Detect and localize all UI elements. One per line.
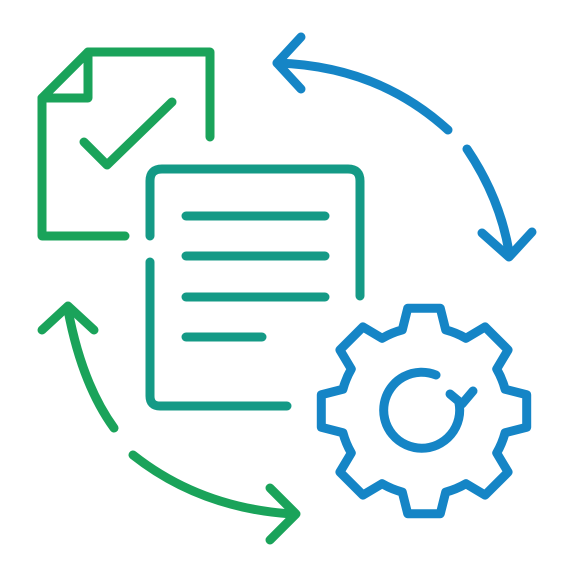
arrowhead-left-icon — [272, 32, 306, 94]
text-document-outline-bottom — [145, 257, 292, 411]
text-document-outline-top — [145, 164, 365, 301]
refresh-arrowhead-icon — [445, 386, 478, 409]
cycle-arrow-top-right-arc-lower — [462, 144, 514, 257]
gear-refresh-icon — [316, 303, 532, 519]
checkmark-icon — [79, 97, 177, 170]
arrowhead-up-icon — [37, 301, 99, 335]
text-document-icon — [145, 164, 365, 411]
document-fold-corner — [37, 47, 93, 103]
cycle-arrow-bottom-left-arc-lower — [128, 450, 297, 519]
arrowhead-down-icon — [477, 227, 537, 262]
cycle-arrow-bottom-left-arc-upper — [63, 305, 119, 433]
approved-document-icon — [37, 47, 215, 241]
cycle-arrow-top-right-arc — [272, 58, 453, 135]
cycle-arrow-bottom-left — [37, 301, 301, 545]
arrowhead-right-icon — [265, 483, 301, 545]
refresh-arc-icon — [379, 367, 465, 453]
gear-outline — [316, 303, 532, 519]
cycle-arrow-top-right — [272, 32, 537, 262]
approved-document-outline — [37, 47, 215, 241]
